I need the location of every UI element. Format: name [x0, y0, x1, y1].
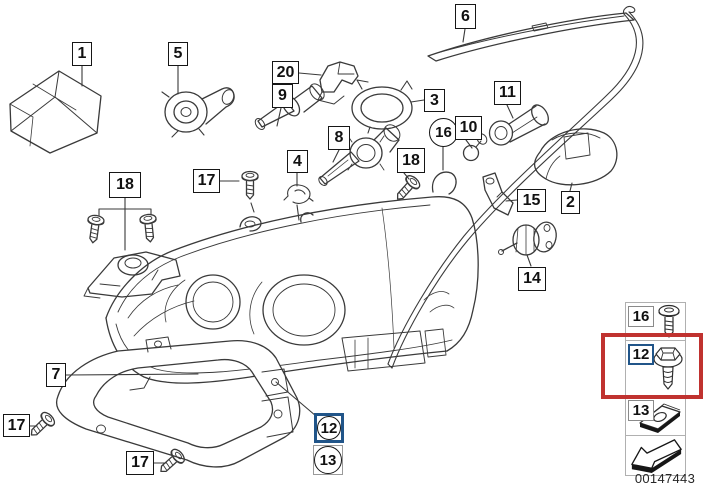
callout-7[interactable]: 7	[46, 363, 66, 387]
callout-5[interactable]: 5	[168, 42, 188, 66]
legend-row-13[interactable]: 13	[626, 397, 685, 436]
callout-17-bottom-mid[interactable]: 17	[126, 451, 154, 475]
legend-panel: 16 12	[625, 302, 686, 476]
part-carton	[9, 70, 102, 154]
legend-row-16[interactable]: 16	[626, 303, 685, 341]
legend-label-13[interactable]: 13	[628, 400, 654, 421]
leader-lines	[29, 28, 573, 464]
callout-13[interactable]: 13	[314, 446, 342, 474]
callout-12-highlight[interactable]: 12	[314, 413, 344, 443]
callout-11[interactable]: 11	[494, 81, 521, 105]
callout-16[interactable]: 16	[429, 118, 458, 147]
callout-10[interactable]: 10	[455, 116, 482, 140]
part-mounting-bracket-7	[56, 336, 301, 468]
callout-18-left[interactable]: 18	[109, 172, 141, 198]
part-seal-gasket	[387, 6, 644, 369]
callout-6[interactable]: 6	[455, 4, 476, 29]
part-bulb-socket-5	[161, 87, 235, 138]
callout-12[interactable]: 12	[317, 416, 341, 440]
legend-row-12[interactable]: 12	[626, 341, 685, 397]
legend-label-12[interactable]: 12	[628, 344, 654, 365]
callout-9[interactable]: 9	[272, 84, 293, 108]
image-number: 00147443	[634, 471, 696, 486]
direction-arrow-icon	[631, 439, 682, 473]
pan-head-screw-icon	[658, 304, 680, 338]
part-repair-arm-15	[482, 172, 514, 216]
callout-2[interactable]: 2	[561, 191, 580, 214]
screws	[25, 170, 423, 478]
part-spring-clip-4	[283, 184, 314, 204]
callout-17-top[interactable]: 17	[193, 169, 220, 193]
clip-nut-icon	[639, 403, 681, 433]
part-adjuster-14	[498, 221, 557, 256]
callout-13-frame[interactable]: 13	[313, 445, 343, 475]
part-xenon-bulb-8	[318, 124, 401, 186]
part-retaining-ring-3	[351, 79, 413, 134]
part-protective-cap-2	[534, 128, 618, 186]
callout-20[interactable]: 20	[272, 61, 299, 84]
legend-label-16[interactable]: 16	[628, 306, 654, 327]
part-trim-strip-6	[427, 12, 635, 62]
hex-flange-screw-icon	[653, 347, 683, 390]
part-bracket-18	[83, 251, 181, 299]
callout-8[interactable]: 8	[328, 126, 350, 150]
callout-17-bottom-left[interactable]: 17	[3, 414, 30, 437]
callout-4[interactable]: 4	[287, 150, 308, 173]
callout-1[interactable]: 1	[72, 42, 92, 66]
callout-18-right[interactable]: 18	[397, 148, 425, 173]
callout-15[interactable]: 15	[517, 189, 546, 212]
callout-3[interactable]: 3	[424, 89, 445, 112]
callout-14[interactable]: 14	[518, 267, 546, 291]
part-bulb-holder-11	[488, 104, 549, 146]
legend-row-arrow	[626, 436, 685, 474]
